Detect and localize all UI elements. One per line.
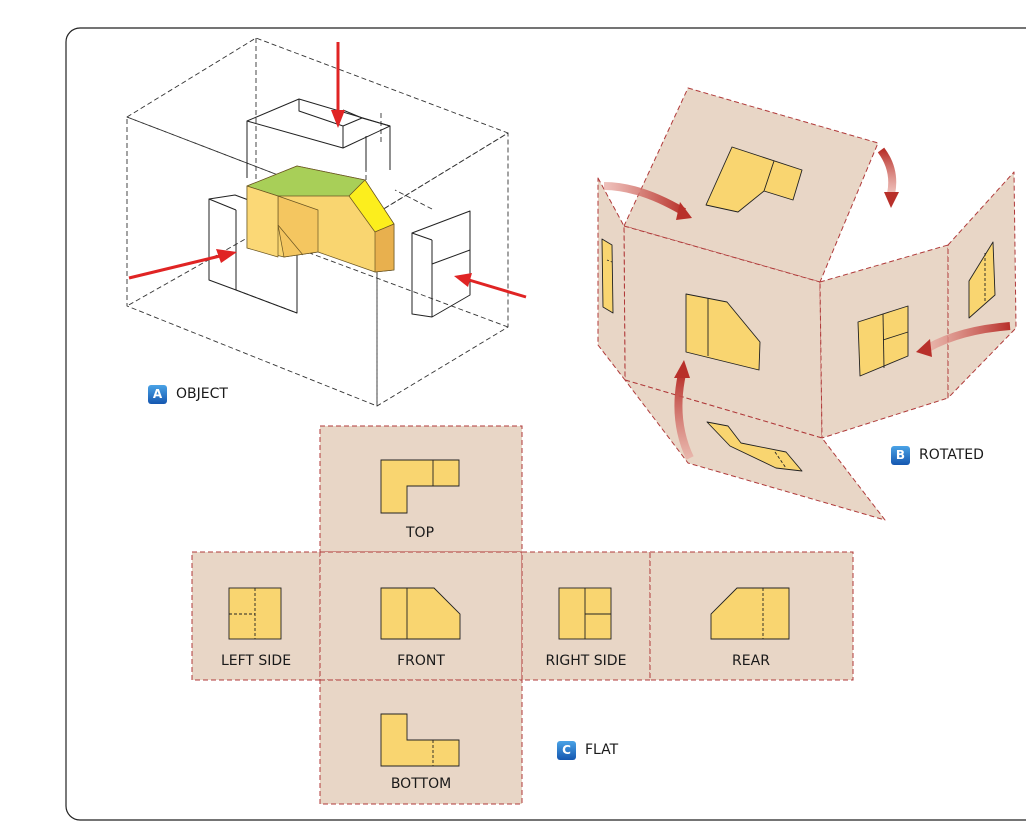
- rotated-illustration: [597, 87, 1017, 521]
- section-c-badge: C: [557, 741, 576, 760]
- view-label-rear: REAR: [732, 653, 770, 669]
- section-b-badge: B: [891, 446, 910, 465]
- view-label-bottom: BOTTOM: [390, 776, 452, 792]
- view-label-right: RIGHT SIDE: [545, 653, 627, 669]
- view-label-front: FRONT: [397, 653, 445, 669]
- flat-rear-panel: [649, 551, 854, 681]
- solid-object: [246, 165, 395, 273]
- view-arrows: [128, 42, 527, 299]
- rotation-arrows: [603, 147, 1011, 460]
- section-b-label: ROTATED: [919, 447, 984, 463]
- view-label-left: LEFT SIDE: [220, 653, 292, 669]
- flat-top-panel: [319, 425, 523, 553]
- section-a-badge: A: [148, 385, 167, 404]
- right-projection: [411, 210, 471, 318]
- view-label-top: TOP: [405, 525, 435, 541]
- section-a-label: OBJECT: [176, 386, 228, 402]
- outer-frame: [65, 27, 1026, 821]
- section-c-label: FLAT: [585, 742, 619, 758]
- flat-illustration: [191, 425, 854, 805]
- object-illustration: [126, 37, 527, 407]
- rotated-shapes: [601, 146, 996, 472]
- top-projection: [246, 98, 391, 178]
- left-projection: [208, 194, 298, 314]
- flat-shapes: [228, 459, 790, 767]
